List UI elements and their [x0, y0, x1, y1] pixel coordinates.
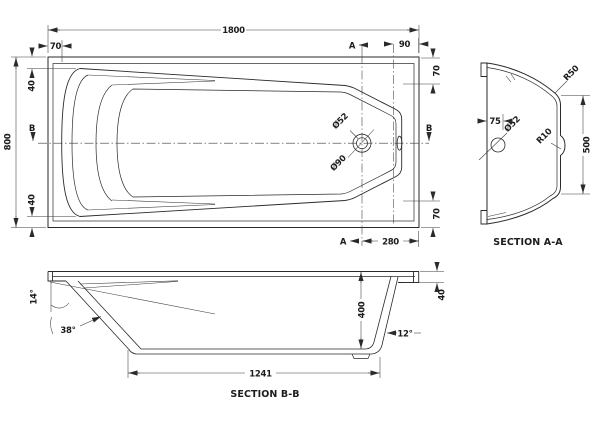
dim-rim-side-top-left: 40 [27, 47, 76, 92]
dim-internal-depth: 400 [356, 271, 368, 349]
dim-drain-offset: 75 [477, 114, 513, 130]
section-a-label-top: A [349, 42, 356, 52]
plan-view: Ø52 Ø90 1800 70 A [2, 24, 443, 248]
section-aa-drain-hole [490, 137, 506, 153]
plan-sliver-top [87, 74, 216, 86]
section-bb-left-rim-edge [47, 271, 66, 282]
rim-height-label: 40 [438, 289, 448, 301]
rim-side-top-right-label: 70 [433, 65, 443, 77]
section-a-marker-top: A [349, 42, 368, 55]
dim-rim-side-bottom-right: 70 [403, 191, 443, 238]
base-length-label: 1241 [249, 370, 272, 380]
section-b-label-right: B [426, 124, 432, 134]
side-radius-leader [550, 142, 562, 150]
plan-drain-diameter-label: Ø52 [330, 111, 351, 132]
section-aa-rim-tabs [480, 62, 487, 225]
dim-rim-side-bottom-left: 40 [27, 194, 76, 238]
dim-head-angle: 14° [30, 281, 216, 315]
section-bb-foot-wall [373, 276, 399, 346]
corner-radius-leader [554, 80, 568, 94]
dim-rim-height: 40 [404, 261, 448, 301]
dim-overall-width: 800 [2, 56, 46, 228]
section-aa-surface-marks [487, 73, 516, 217]
drain-offset-label: 75 [489, 117, 501, 127]
dim-overall-length: 1800 [47, 24, 420, 53]
overall-length-label: 1800 [222, 26, 245, 36]
plan-drain-outer-diameter-label: Ø90 [328, 153, 349, 174]
foot-angle-label: 12° [397, 330, 412, 340]
section-bb-slivers [79, 280, 179, 289]
internal-depth-label: 400 [358, 301, 368, 318]
section-aa-view: Ø52 75 R50 R10 500 SECTION A-A [477, 62, 593, 248]
dim-rim-end-right: 90 [383, 38, 429, 53]
plan-rim-inner [52, 63, 415, 222]
section-aa-inner-line [486, 67, 558, 220]
section-b-marker-right: B [426, 124, 432, 141]
section-a-marker-bottom: A [340, 238, 359, 248]
base-width-label: 500 [583, 136, 593, 153]
rim-side-top-left-label: 40 [28, 80, 38, 92]
rim-side-bottom-left-label: 40 [28, 194, 38, 206]
corner-radius-label: R50 [562, 64, 582, 84]
plan-overflow-hole [396, 135, 403, 151]
section-bb-waste-boss [351, 353, 371, 359]
section-a-label-bottom: A [340, 238, 347, 248]
section-b-label-left: B [29, 124, 35, 134]
overall-width-label: 800 [4, 133, 14, 150]
section-aa-drain-diameter-label: Ø52 [502, 114, 523, 135]
section-aa-outline [486, 62, 566, 225]
section-bb-floor [136, 341, 383, 355]
head-angle-label: 14° [30, 289, 40, 304]
section-bb-view: 14° 38° 12° 400 40 [30, 261, 448, 400]
rim-end-right-label: 90 [399, 40, 411, 50]
section-bb-backrest-wall [65, 280, 142, 355]
rim-end-left-label: 70 [50, 42, 62, 52]
section-aa-drain-leader [478, 132, 508, 161]
drain-to-end-label: 280 [382, 238, 399, 248]
dim-backrest-angle: 38° [50, 316, 102, 336]
plan-drain-symbol [347, 129, 375, 158]
section-b-marker-left: B [29, 124, 36, 141]
dim-base-length: 1241 [127, 350, 381, 380]
dim-rim-end-left: 70 [38, 40, 72, 62]
plan-sliver-bottom [87, 199, 216, 211]
dim-base-width: 500 [561, 95, 593, 195]
rim-side-bottom-right-label: 70 [433, 208, 443, 220]
backrest-angle-label: 38° [60, 326, 75, 336]
section-bb-title: SECTION B-B [230, 389, 299, 400]
section-aa-title: SECTION A-A [493, 237, 563, 248]
dim-rim-side-top-right: 70 [403, 48, 443, 94]
plan-headwall-arc [71, 74, 89, 211]
plan-rim-outer [47, 56, 420, 228]
dim-drain-to-end: 280 [362, 231, 419, 248]
section-bb-right-rim-edge [398, 271, 420, 283]
dim-foot-angle: 12° [387, 330, 421, 340]
